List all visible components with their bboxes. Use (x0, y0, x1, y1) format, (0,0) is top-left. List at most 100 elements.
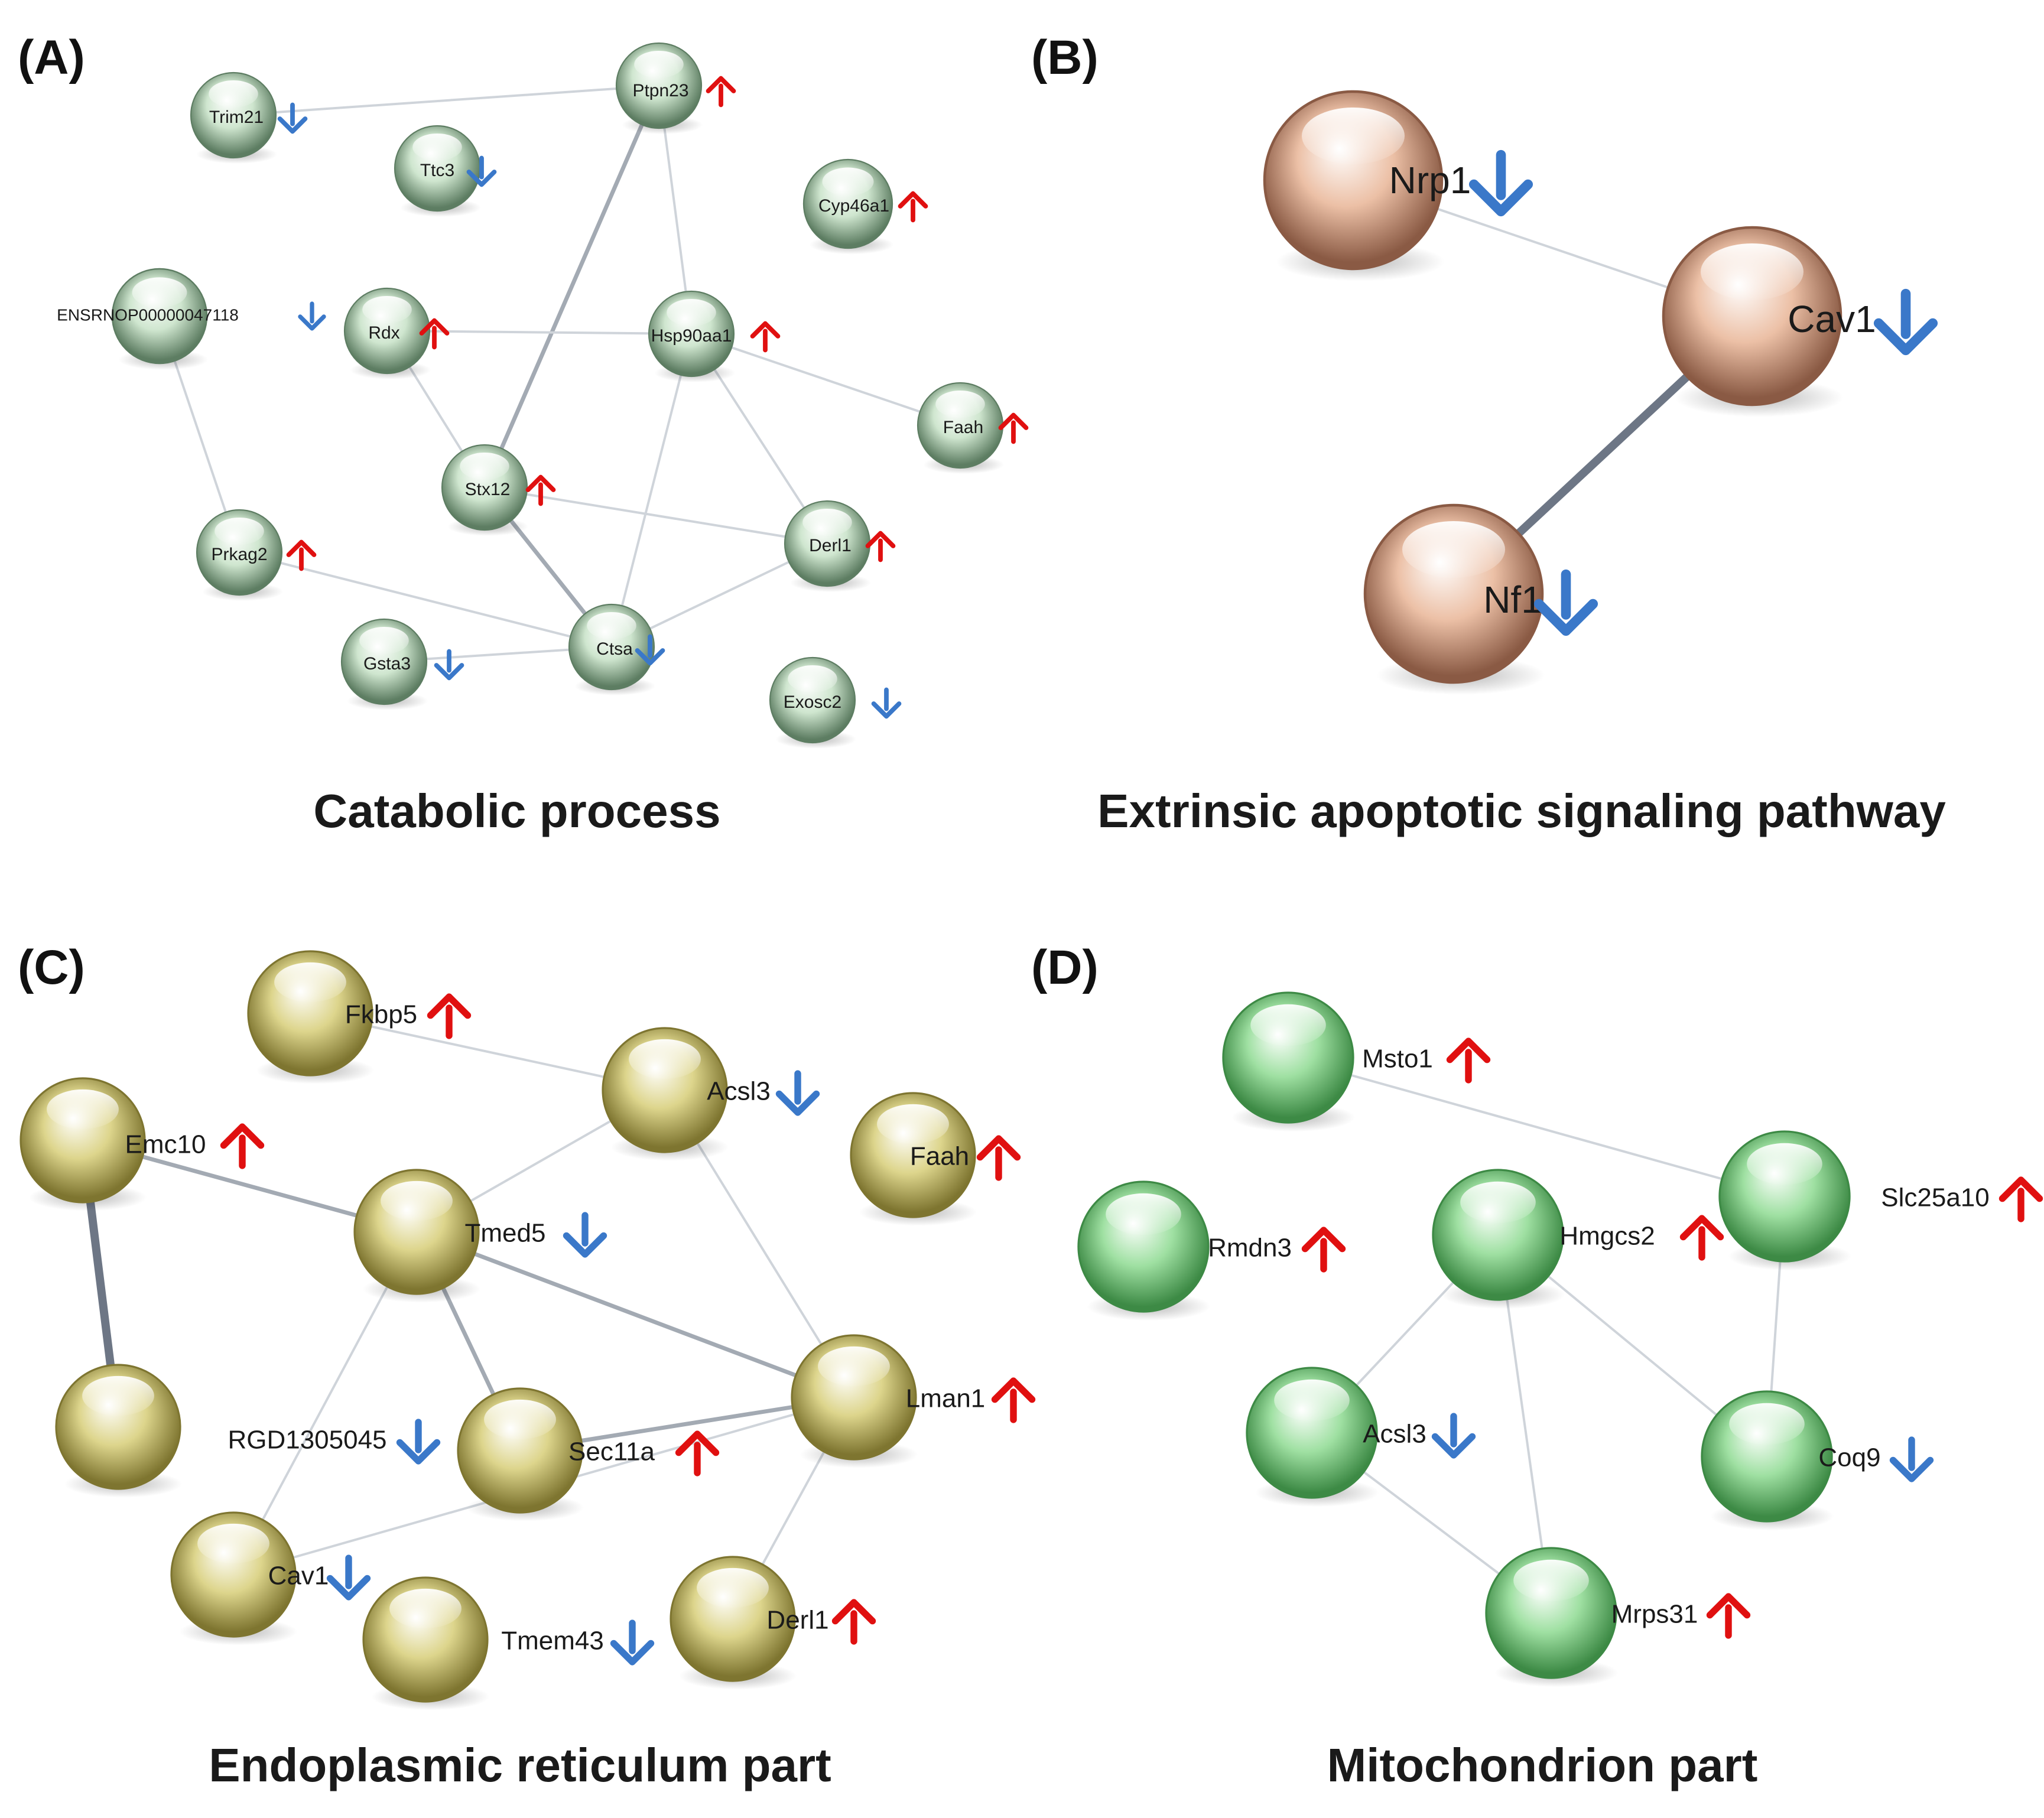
node-tmed5[interactable]: Tmed5 (353, 1169, 607, 1303)
node-nrp1[interactable]: Nrp1 (1263, 90, 1533, 281)
up-regulated-arrow-icon (706, 76, 736, 108)
node-label: Hsp90aa1 (651, 326, 732, 346)
node-fkbp5[interactable]: Fkbp5 (247, 950, 472, 1084)
node-emc10[interactable]: Emc10 (20, 1077, 265, 1211)
node-cav1[interactable]: Cav1 (170, 1511, 371, 1645)
node-label: Coq9 (1818, 1443, 1880, 1472)
node-rdx[interactable]: Rdx (343, 287, 450, 380)
node-label: Ptpn23 (632, 81, 688, 100)
node-highlight (818, 1346, 890, 1387)
up-regulated-arrow-icon (1706, 1593, 1751, 1639)
node-highlight (381, 1180, 453, 1221)
node-stx12[interactable]: Stx12 (441, 444, 556, 536)
node-label: Tmem43 (501, 1627, 604, 1656)
node-label: Exosc2 (784, 692, 841, 712)
node-label: Ttc3 (420, 161, 454, 180)
edge-hsp90aa1-ctsa (610, 333, 693, 648)
panel-title-d: Mitochondrion part (1327, 1739, 1758, 1791)
node-faah[interactable]: Faah (917, 382, 1029, 474)
node-label: Derl1 (766, 1606, 828, 1635)
node-trim21[interactable]: Trim21 (190, 71, 308, 164)
node-highlight (197, 1523, 269, 1564)
node-sec11a[interactable]: Sec11a (457, 1387, 720, 1521)
node-faah[interactable]: Faah (850, 1092, 1021, 1226)
node-highlight (1701, 243, 1803, 300)
node-exosc2[interactable]: Exosc2 (769, 656, 902, 749)
node-cyp46a1[interactable]: Cyp46a1 (802, 158, 928, 255)
node-label: Acsl3 (707, 1077, 771, 1106)
node-ensrnop00000047118[interactable]: ENSRNOP00000047118 (57, 268, 326, 370)
node-label: Hmgcs2 (1559, 1222, 1655, 1251)
node-nf1[interactable]: Nf1 (1363, 503, 1598, 695)
node-lman1[interactable]: Lman1 (791, 1334, 1036, 1468)
node-tmem43[interactable]: Tmem43 (362, 1576, 655, 1710)
node-ptpn23[interactable]: Ptpn23 (615, 42, 736, 135)
node-label: Ctsa (596, 639, 633, 659)
node-highlight (697, 1567, 769, 1608)
down-regulated-arrow-icon (298, 301, 326, 331)
edge-trim21-ptpn23 (232, 84, 660, 116)
up-regulated-arrow-icon (220, 1123, 265, 1169)
node-rmdn3[interactable]: Rmdn3 (1077, 1180, 1346, 1321)
node-highlight (389, 1588, 462, 1629)
panel-a: (A) Trim21Ptpn23Ttc3Cyp46a1ENSRNOP000000… (18, 31, 1029, 837)
node-prkag2[interactable]: Prkag2 (196, 509, 317, 601)
down-regulated-arrow-icon (434, 649, 464, 681)
down-regulated-arrow-icon (277, 102, 308, 134)
node-label: Lman1 (906, 1384, 986, 1413)
node-slc25a10[interactable]: Slc25a10 (1718, 1130, 2043, 1271)
node-gsta3[interactable]: Gsta3 (340, 618, 464, 711)
node-label: Faah (943, 418, 983, 437)
panel-title-b: Extrinsic apoptotic signaling pathway (1097, 785, 1946, 837)
node-hmgcs2[interactable]: Hmgcs2 (1432, 1169, 1724, 1309)
panel-d-edges (1287, 1056, 1786, 1614)
node-label: Cav1 (1788, 298, 1876, 340)
node-highlight (460, 452, 509, 480)
down-regulated-arrow-icon (466, 155, 497, 187)
node-rgd1305045[interactable]: RGD1305045 (228, 1419, 441, 1465)
node-derl1[interactable]: Derl1 (784, 500, 896, 593)
down-regulated-arrow-icon (775, 1070, 820, 1116)
node-acsl3[interactable]: Acsl3 (602, 1027, 820, 1161)
node-mrps31[interactable]: Mrps31 (1485, 1547, 1751, 1687)
node-cav1[interactable]: Cav1 (1662, 226, 1938, 417)
node-highlight (1460, 1181, 1536, 1224)
node-highlight (1302, 108, 1405, 164)
node-label: Nrp1 (1389, 159, 1471, 201)
up-regulated-arrow-icon (1679, 1215, 1724, 1261)
node-msto1[interactable]: Msto1 (1222, 991, 1491, 1132)
node-label: RGD1305045 (228, 1426, 386, 1455)
down-regulated-arrow-icon (610, 1619, 655, 1666)
up-regulated-arrow-icon (865, 531, 896, 562)
node-label: Derl1 (809, 536, 852, 555)
up-regulated-arrow-icon (419, 318, 450, 350)
down-regulated-arrow-icon (396, 1419, 441, 1465)
node-highlight (215, 517, 264, 545)
node-label: Cav1 (268, 1562, 329, 1591)
node-acsl3[interactable]: Acsl3 (1246, 1367, 1476, 1507)
node-label: Rdx (368, 323, 399, 343)
node-ctsa[interactable]: Ctsa (568, 603, 665, 696)
node-highlight (412, 133, 462, 161)
node-derl1[interactable]: Derl1 (670, 1556, 876, 1690)
node-label: Tmed5 (465, 1219, 546, 1248)
node-coq9[interactable]: Coq9 (1701, 1390, 1934, 1531)
node-highlight (47, 1089, 119, 1130)
node-unlabeled[interactable] (55, 1364, 183, 1498)
down-regulated-arrow-icon (871, 687, 902, 719)
node-hsp90aa1[interactable]: Hsp90aa1 (648, 290, 781, 383)
down-regulated-arrow-icon (1431, 1413, 1476, 1459)
node-ttc3[interactable]: Ttc3 (394, 125, 497, 217)
node-label: Prkag2 (211, 545, 267, 564)
up-regulated-arrow-icon (991, 1377, 1036, 1423)
node-highlight (362, 295, 412, 324)
node-label: Stx12 (465, 480, 511, 499)
panel-title-a: Catabolic process (313, 785, 720, 837)
node-label: Nf1 (1483, 578, 1542, 621)
node-highlight (1747, 1143, 1822, 1185)
